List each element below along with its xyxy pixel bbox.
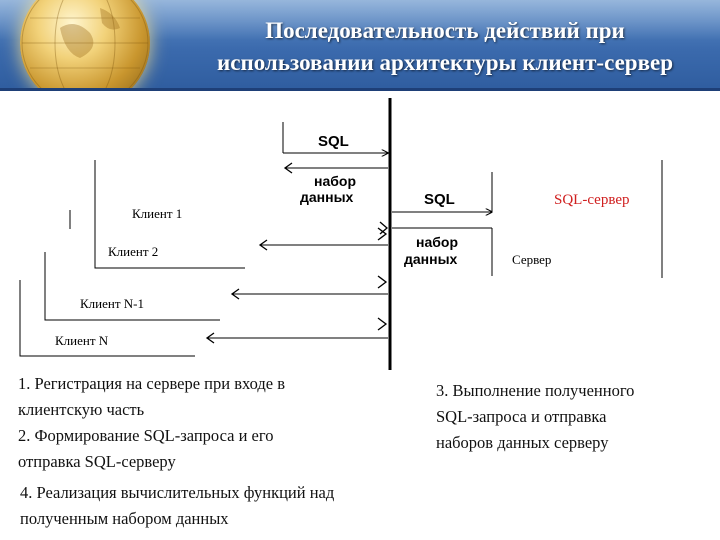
- sql-server-label: SQL-сервер: [554, 192, 629, 208]
- globe-logo: [20, 0, 150, 90]
- arrowhead-client-2: [258, 239, 268, 251]
- note-line: 1. Регистрация на сервере при входе в: [18, 374, 286, 393]
- arrowhead-client-n1: [230, 288, 240, 300]
- client-2-label: Клиент 2: [108, 244, 158, 259]
- incoming-arrowhead-2: [377, 275, 388, 289]
- page-title-line-2: использовании архитектуры клиент-сервер: [217, 50, 673, 75]
- client-1-bracket: [94, 160, 245, 269]
- client-n-label: Клиент N: [55, 333, 109, 348]
- incoming-arrowhead-1: [377, 227, 388, 241]
- sql-label-mid: SQL: [424, 191, 455, 208]
- note-line: 4. Реализация вычислительных функций над: [20, 483, 335, 502]
- title-banner: Последовательность действий при использо…: [0, 0, 720, 90]
- client-1-label: Клиент 1: [132, 206, 182, 221]
- note-line: SQL-запроса и отправка: [436, 407, 607, 426]
- note-steps-1-2: 1. Регистрация на сервере при входе в кл…: [18, 371, 285, 475]
- page-title-line-1: Последовательность действий при: [265, 18, 625, 43]
- banner-divider: [0, 88, 720, 91]
- dataset-arrowhead-top: [283, 162, 293, 174]
- dataset-label-top-2: данных: [300, 189, 354, 205]
- dataset-label-mid-2: данных: [404, 251, 458, 267]
- note-line: 3. Выполнение полученного: [436, 381, 635, 400]
- globe-grid-icon: [21, 0, 149, 90]
- arrowhead-client-n: [205, 332, 215, 344]
- dataset-label-top-1: набор: [314, 173, 356, 189]
- note-step-4: 4. Реализация вычислительных функций над…: [20, 480, 334, 532]
- client-n1-label: Клиент N-1: [80, 296, 144, 311]
- note-line: клиентскую часть: [18, 400, 145, 419]
- note-line: наборов данных серверу: [436, 433, 609, 452]
- note-line: отправка SQL-серверу: [18, 452, 176, 471]
- client-n-bracket: [19, 280, 195, 357]
- server-label: Сервер: [512, 252, 551, 267]
- client-n1-bracket: [44, 252, 220, 321]
- dataset-label-mid-1: набор: [416, 234, 458, 250]
- note-step-3: 3. Выполнение полученного SQL-запроса и …: [436, 378, 634, 456]
- note-line: 2. Формирование SQL-запроса и его: [18, 426, 274, 445]
- sql-label-top: SQL: [318, 133, 349, 150]
- note-line: полученным набором данных: [20, 509, 229, 528]
- incoming-arrowhead-3: [377, 317, 388, 331]
